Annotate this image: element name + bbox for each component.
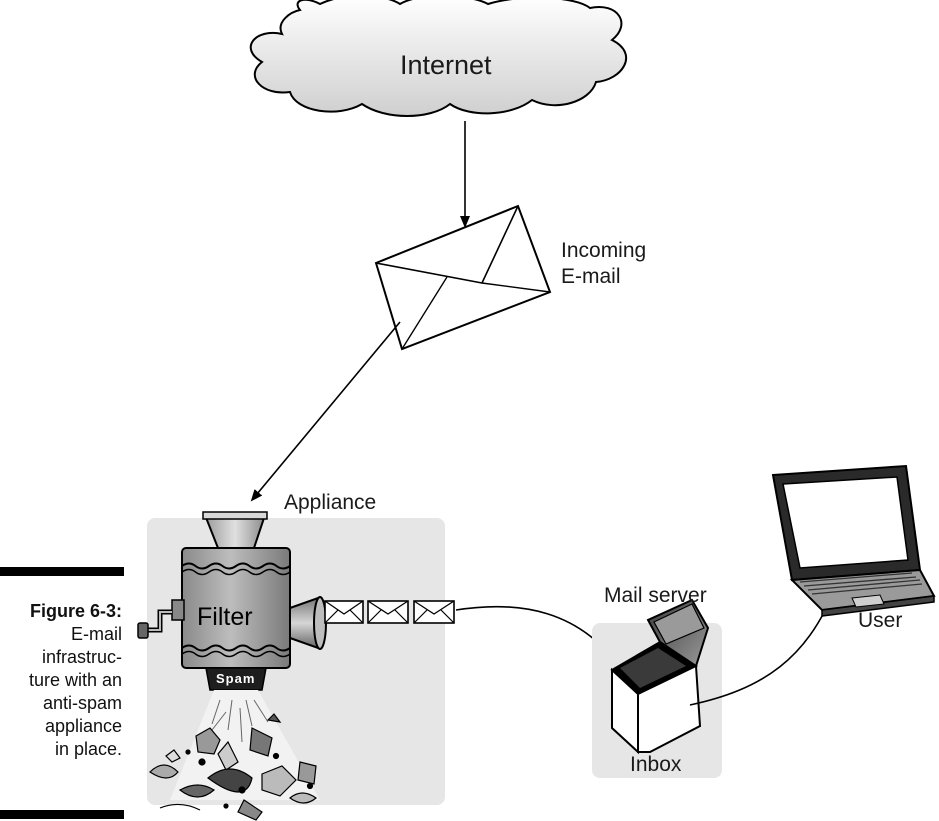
internet-cloud bbox=[249, 0, 627, 117]
laptop-icon bbox=[771, 464, 936, 617]
filter-label: Filter bbox=[197, 603, 253, 631]
internet-label: Internet bbox=[400, 50, 492, 80]
spam-debris-illustration bbox=[149, 690, 320, 821]
caption-line: in place. bbox=[54, 739, 122, 759]
envelope-icon bbox=[374, 204, 552, 351]
figure-caption: Figure 6-3: E-mail infrastruc- ture with… bbox=[0, 600, 122, 761]
caption-title: Figure 6-3: bbox=[29, 601, 122, 621]
arrow-envelope-to-appliance bbox=[250, 321, 401, 502]
envelope-icon bbox=[367, 600, 409, 624]
mail-server-label: Mail server bbox=[604, 584, 707, 607]
incoming-email-label-line2: E-mail bbox=[561, 265, 621, 288]
caption-line: appliance bbox=[44, 716, 122, 736]
inbox-box-icon bbox=[610, 598, 710, 755]
caption-line: infrastruc- bbox=[41, 647, 122, 667]
filter-machine-icon bbox=[137, 511, 327, 691]
incoming-email-label-line1: Incoming bbox=[561, 239, 647, 262]
caption-bottom-rule bbox=[0, 810, 124, 819]
envelope-icon bbox=[413, 600, 455, 624]
caption-line: E-mail bbox=[70, 624, 122, 644]
caption-line: ture with an bbox=[28, 670, 122, 690]
caption-top-rule bbox=[0, 567, 124, 576]
spam-label: Spam bbox=[216, 671, 256, 686]
user-label: User bbox=[858, 609, 903, 632]
inbox-label: Inbox bbox=[630, 753, 682, 776]
envelope-icon bbox=[324, 600, 364, 624]
appliance-label: Appliance bbox=[284, 491, 377, 514]
filtered-envelopes bbox=[324, 600, 455, 624]
caption-line: anti-spam bbox=[42, 693, 122, 713]
